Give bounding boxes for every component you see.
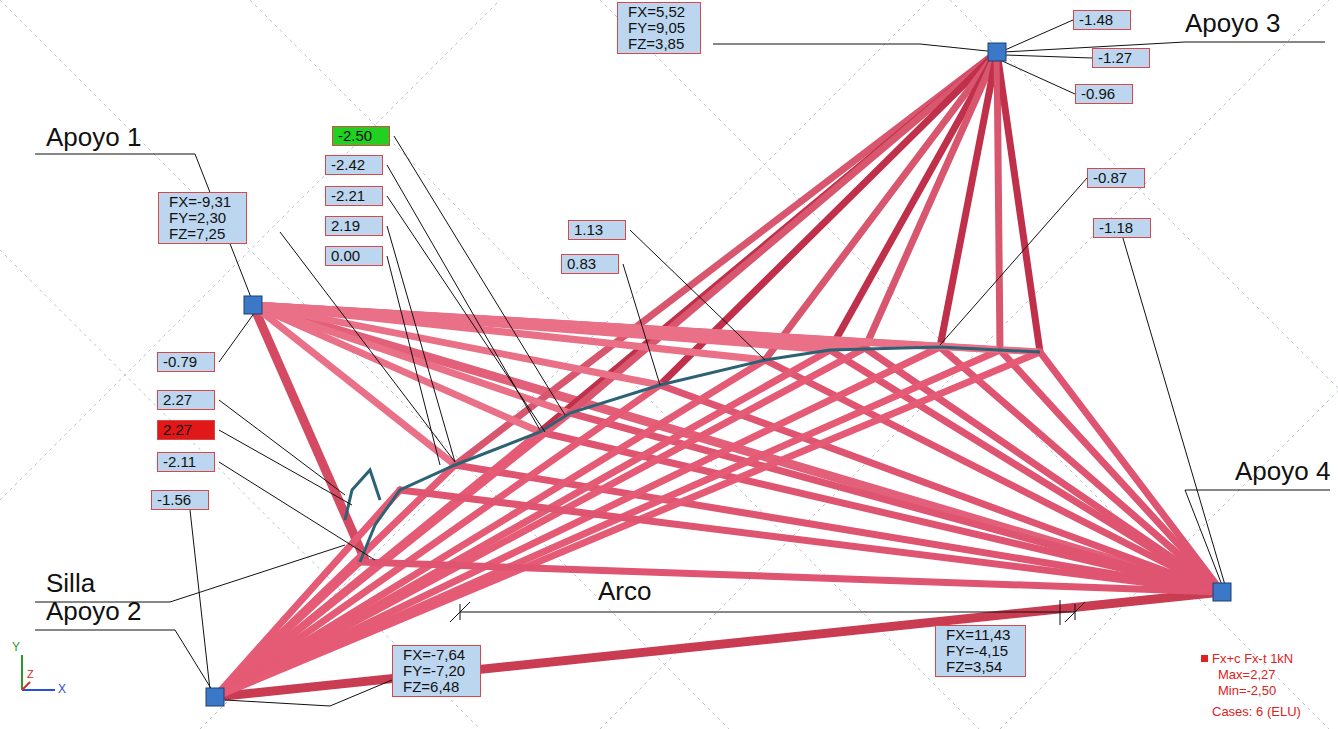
value-text: -2.11	[163, 454, 196, 470]
cable-member	[215, 490, 400, 697]
part-label: Silla	[46, 568, 95, 599]
cable-member	[940, 52, 997, 347]
value-box: 2.27	[157, 420, 215, 440]
value-text: -1.48	[1079, 12, 1113, 28]
value-box: -0.79	[157, 352, 215, 372]
part-label: Apoyo 2	[46, 596, 141, 627]
cable-member	[253, 305, 365, 560]
value-box: -2.21	[325, 186, 383, 206]
value-text: FX=11,43 FY=-4,15 FZ=3,54	[946, 627, 1010, 675]
part-label: Apoyo 4	[1235, 456, 1330, 487]
value-box: -0.87	[1087, 168, 1145, 188]
value-box: -1.18	[1093, 218, 1151, 238]
value-box: FX=5,52 FY=9,05 FZ=3,85	[617, 2, 701, 54]
legend-text: Max=2,27	[1218, 667, 1275, 682]
value-box: -2.42	[325, 155, 383, 175]
cable-member	[940, 347, 1222, 592]
value-text: -0.96	[1081, 86, 1115, 102]
cable-member	[997, 52, 1000, 350]
value-text: -2.42	[331, 157, 365, 173]
value-text: -1.18	[1099, 220, 1133, 236]
value-box: -1.27	[1092, 48, 1150, 68]
value-text: 2.19	[331, 218, 360, 234]
cable-member	[997, 52, 1040, 352]
cable-member	[830, 52, 997, 350]
cable-member	[400, 490, 1222, 592]
value-box: FX=11,43 FY=-4,15 FZ=3,54	[935, 625, 1026, 677]
value-text: -2.50	[338, 128, 372, 144]
cable-member	[997, 52, 1000, 350]
value-text: -2.21	[331, 188, 365, 204]
legend-text: Min=-2,50	[1218, 683, 1276, 698]
value-text: 2.27	[163, 392, 192, 408]
value-text: 0.83	[567, 256, 596, 272]
cable-member	[215, 347, 940, 697]
part-label: Arco	[598, 576, 651, 607]
value-box: -1.56	[151, 490, 209, 510]
legend-text: Fx+c Fx-t 1kN	[1212, 651, 1293, 666]
value-text: -0.87	[1093, 170, 1127, 186]
part-label: Apoyo 3	[1185, 8, 1280, 39]
cable-member	[253, 305, 1040, 352]
axis-label: Z	[27, 668, 34, 680]
value-text: 0.00	[331, 248, 360, 264]
cable-member	[1000, 350, 1222, 592]
value-box: -2.11	[157, 452, 215, 472]
value-text: -1.56	[157, 492, 191, 508]
value-text: FX=5,52 FY=9,05 FZ=3,85	[628, 4, 685, 52]
value-text: 1.13	[574, 222, 603, 238]
cable-member	[765, 52, 997, 360]
value-box: 0.83	[561, 254, 619, 274]
value-box: FX=-7,64 FY=-7,20 FZ=6,48	[392, 645, 481, 697]
value-box: -2.50	[332, 126, 390, 146]
cable-member	[865, 52, 997, 348]
value-box: 1.13	[568, 220, 626, 240]
value-text: -0.79	[163, 354, 197, 370]
value-box: -1.48	[1073, 10, 1131, 30]
cable-member	[215, 352, 1040, 697]
legend-text: Cases: 6 (ELU)	[1212, 704, 1301, 719]
axis-label: Y	[12, 640, 20, 654]
axis-label: X	[58, 682, 66, 696]
value-text: FX=-7,64 FY=-7,20 FZ=6,48	[403, 647, 465, 695]
value-box: -0.96	[1075, 84, 1133, 104]
cable-member	[1040, 352, 1222, 592]
cable-member	[570, 52, 997, 413]
value-text: FX=-9,31 FY=2,30 FZ=7,25	[169, 194, 231, 242]
value-box: 2.19	[325, 216, 383, 236]
cable-member	[215, 348, 865, 697]
value-box: 2.27	[157, 390, 215, 410]
value-box: 0.00	[325, 246, 383, 266]
value-box: FX=-9,31 FY=2,30 FZ=7,25	[158, 192, 247, 244]
value-text: 2.27	[163, 422, 192, 438]
value-text: -1.27	[1098, 50, 1132, 66]
part-label: Apoyo 1	[46, 122, 141, 153]
